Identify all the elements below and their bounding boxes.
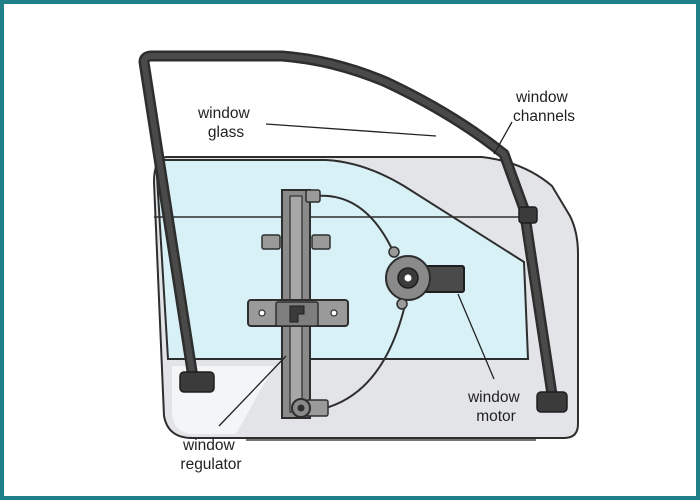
label-window-glass: window glass	[197, 105, 254, 141]
channel-foot-right	[536, 391, 568, 413]
channel-bracket	[518, 206, 538, 224]
label-window-regulator: window regulator	[180, 437, 241, 473]
label-window-motor: window motor	[467, 389, 524, 425]
rail-bottom-pulley-hub	[297, 404, 305, 412]
leader-window-glass	[265, 123, 437, 137]
glass-bracket-left	[261, 234, 281, 250]
leader-window-channels	[493, 121, 513, 155]
channel-foot-left	[179, 371, 215, 393]
leader-window-motor	[457, 293, 495, 380]
leader-window-regulator	[218, 355, 287, 427]
motor-cable-guide-bottom	[396, 298, 408, 310]
window-channel-inner	[141, 53, 556, 404]
carriage-bolt-left	[258, 309, 266, 317]
carriage-bolt-right	[330, 309, 338, 317]
motor-cable-guide-top	[388, 246, 400, 258]
rail-top-block	[305, 189, 321, 203]
regulator-cable-top	[315, 194, 393, 250]
car-door-window-diagram: window glass window channels window moto…	[138, 50, 579, 473]
regulator-cable-bottom	[321, 308, 405, 410]
glass-bracket-right	[311, 234, 331, 250]
label-window-channels: window channels	[513, 89, 575, 125]
motor-gear-hub	[404, 274, 412, 282]
carriage-clip-slot	[289, 305, 305, 323]
